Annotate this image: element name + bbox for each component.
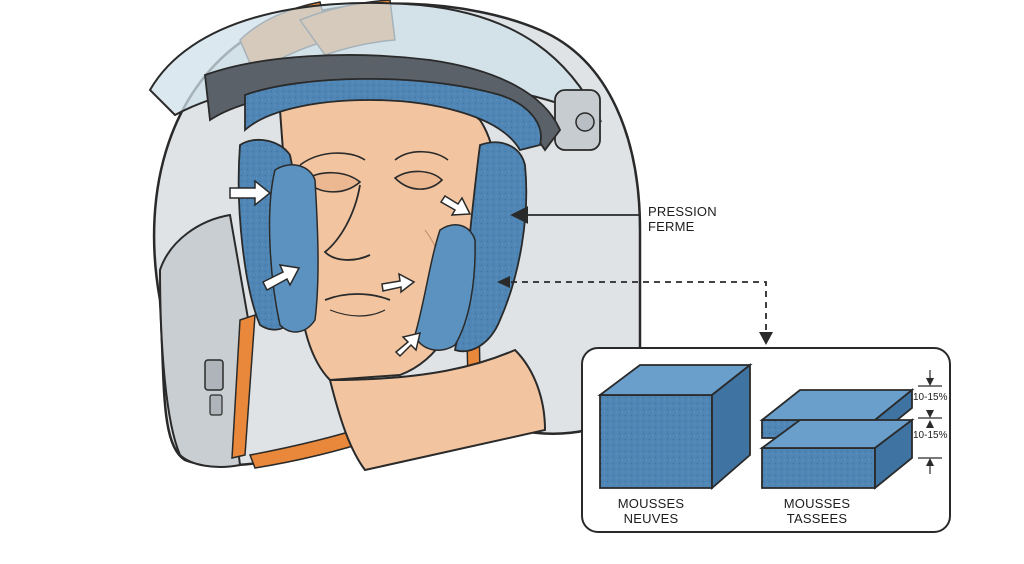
new-foam-label-line1: MOUSSES bbox=[617, 496, 685, 511]
pressure-arrow-icon bbox=[229, 179, 272, 207]
pressure-label-line1: PRESSION bbox=[648, 204, 717, 219]
pressure-arrow-icon bbox=[394, 331, 422, 358]
pressure-arrows bbox=[229, 179, 472, 358]
chin-vent bbox=[204, 359, 224, 416]
pressure-arrow-icon bbox=[381, 272, 416, 294]
pressure-arrow-icon bbox=[261, 264, 301, 292]
packed-foam-label-line1: MOUSSES bbox=[783, 496, 851, 511]
foam-comparison-panel bbox=[581, 347, 951, 533]
pressure-arrow-icon bbox=[439, 194, 472, 216]
new-foam-cube bbox=[597, 363, 753, 490]
packed-foam-bottom-block bbox=[759, 418, 915, 490]
dimension-arrow-icon bbox=[918, 370, 942, 474]
dashed-leader-arrow-icon bbox=[497, 276, 773, 345]
pressure-label-line2: FERME bbox=[648, 219, 695, 234]
visor-pivot bbox=[554, 89, 601, 151]
compression-bottom-label: 10-15% bbox=[913, 430, 948, 441]
packed-foam-label-line2: TASSEES bbox=[786, 511, 848, 526]
compression-top-label: 10-15% bbox=[913, 392, 948, 403]
new-foam-label-line2: NEUVES bbox=[623, 511, 679, 526]
